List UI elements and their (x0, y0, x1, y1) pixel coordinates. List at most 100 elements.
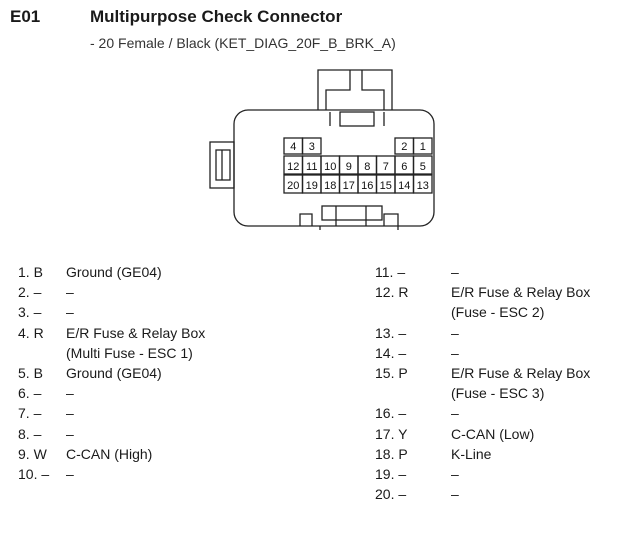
pin-row: 12. R E/R Fuse & Relay Box (375, 282, 590, 302)
pin-number: 19 (306, 180, 318, 192)
pin-number-label: 4. R (18, 324, 44, 341)
pin-number-label: 12. R (375, 284, 409, 301)
pin-number: 4 (290, 141, 296, 153)
pin-row: 14. – – (375, 343, 590, 363)
pin-description: E/R Fuse & Relay Box (451, 365, 591, 382)
pin-number-label: 18. P (375, 445, 408, 462)
pin-number-label: 1. B (18, 264, 43, 280)
pin-number-label: 9. W (18, 445, 47, 462)
side-latch (209, 141, 235, 189)
pin-cavity (301, 137, 322, 155)
pin-list-right: 11. – – 12. R E/R Fuse & Relay Box (Fuse - E… (375, 262, 590, 504)
pin-number-label: 5. B (18, 365, 43, 382)
pin-number: 12 (287, 161, 299, 173)
pin-number-label: 7. – (18, 405, 42, 422)
pin-number: 14 (398, 180, 410, 192)
pin-row: 17. Y C-CAN (Low) (375, 424, 590, 444)
pin-number: 11 (306, 161, 317, 173)
pin-number: 20 (287, 180, 299, 192)
pin-description: C-CAN (High) (66, 445, 153, 462)
pin-number-label: 19. – (375, 466, 407, 483)
pin-description: C-CAN (Low) (451, 425, 535, 442)
pin-number-label: 16. – (375, 405, 407, 422)
pin-number: 5 (420, 161, 426, 173)
pin-number-label: 2. – (18, 284, 42, 301)
pin-row: 19. – – (375, 464, 590, 484)
pin-description: Ground (GE04) (66, 264, 162, 280)
pin-cavity (412, 155, 433, 175)
pin-description: – (66, 405, 74, 422)
pin-row: 13. – – (375, 323, 590, 343)
pin-row: 3. – – (18, 302, 205, 322)
pin-number: 1 (420, 141, 426, 153)
pin-row: 9. W C-CAN (High) (18, 444, 205, 464)
pin-number-label (375, 302, 451, 322)
pin-number-label: 17. Y (375, 425, 408, 442)
pin-description: (Fuse - ESC 3) (451, 385, 545, 402)
pin-number-label: 8. – (18, 425, 42, 442)
pin-number-label (18, 343, 66, 363)
pin-cavity (412, 174, 433, 194)
pin-row: 18. P K-Line (375, 444, 590, 464)
pin-cavity (412, 137, 433, 155)
pin-row: 11. – – (375, 262, 590, 282)
pin-number-label: 11. – (375, 264, 406, 280)
pin-row: 1. B Ground (GE04) (18, 262, 205, 282)
pin-description: – (451, 264, 459, 280)
pin-description: – (66, 304, 74, 321)
pin-description: (Multi Fuse - ESC 1) (66, 344, 193, 361)
pin-description: – (451, 324, 459, 341)
pin-description: – (451, 405, 459, 422)
pin-number: 2 (401, 141, 407, 153)
pin-number: 3 (309, 141, 315, 153)
connector-latch (317, 69, 393, 110)
pin-number: 7 (383, 161, 389, 173)
pin-row: 8. – – (18, 424, 205, 444)
pin-description: – (66, 385, 74, 402)
pin-number-label: 15. P (375, 365, 408, 382)
bottom-tab (299, 213, 313, 226)
pin-description: Ground (GE04) (66, 365, 162, 382)
pin-number-label: 3. – (18, 304, 42, 321)
pin-row: (Fuse - ESC 2) (375, 302, 590, 322)
pin-row: 15. P E/R Fuse & Relay Box (375, 363, 590, 383)
pin-row: 7. – – (18, 403, 205, 423)
pin-number: 9 (346, 161, 352, 173)
pin-number-label: 10. – (18, 466, 50, 483)
pin-number-label: 20. – (375, 486, 407, 503)
pin-number-label (375, 383, 451, 403)
pin-description: (Fuse - ESC 2) (451, 304, 545, 321)
pin-row: 6. – – (18, 383, 205, 403)
pin-number: 6 (401, 161, 407, 173)
pin-row: (Multi Fuse - ESC 1) (18, 343, 205, 363)
pin-description: E/R Fuse & Relay Box (451, 284, 591, 301)
pin-description: – (66, 284, 74, 301)
pin-number-label: 6. – (18, 385, 42, 402)
pin-description: – (451, 466, 459, 483)
connector-code: E01 (10, 7, 41, 26)
pin-row: 5. B Ground (GE04) (18, 363, 205, 383)
pin-number: 10 (324, 161, 336, 173)
pin-description: K-Line (451, 445, 492, 462)
pin-row: 10. –– (18, 464, 205, 484)
pin-row: 16. – – (375, 403, 590, 423)
pin-description: – (66, 466, 74, 483)
pin-number: 18 (324, 180, 336, 192)
pin-number: 8 (364, 161, 370, 173)
pin-row: 20. – – (375, 484, 590, 504)
pin-number: 13 (417, 180, 429, 192)
pin-number: 15 (380, 180, 392, 192)
page-title: Multipurpose Check Connector (90, 7, 343, 26)
pin-number: 16 (361, 180, 373, 192)
pin-description: – (451, 344, 459, 361)
pin-description: – (66, 425, 74, 442)
pin-number-label: 13. – (375, 324, 407, 341)
pin-row: (Fuse - ESC 3) (375, 383, 590, 403)
pin-row: 2. – – (18, 282, 205, 302)
pin-number: 17 (343, 180, 355, 192)
pin-description: – (451, 486, 459, 503)
pin-number-label: 14. – (375, 344, 407, 361)
